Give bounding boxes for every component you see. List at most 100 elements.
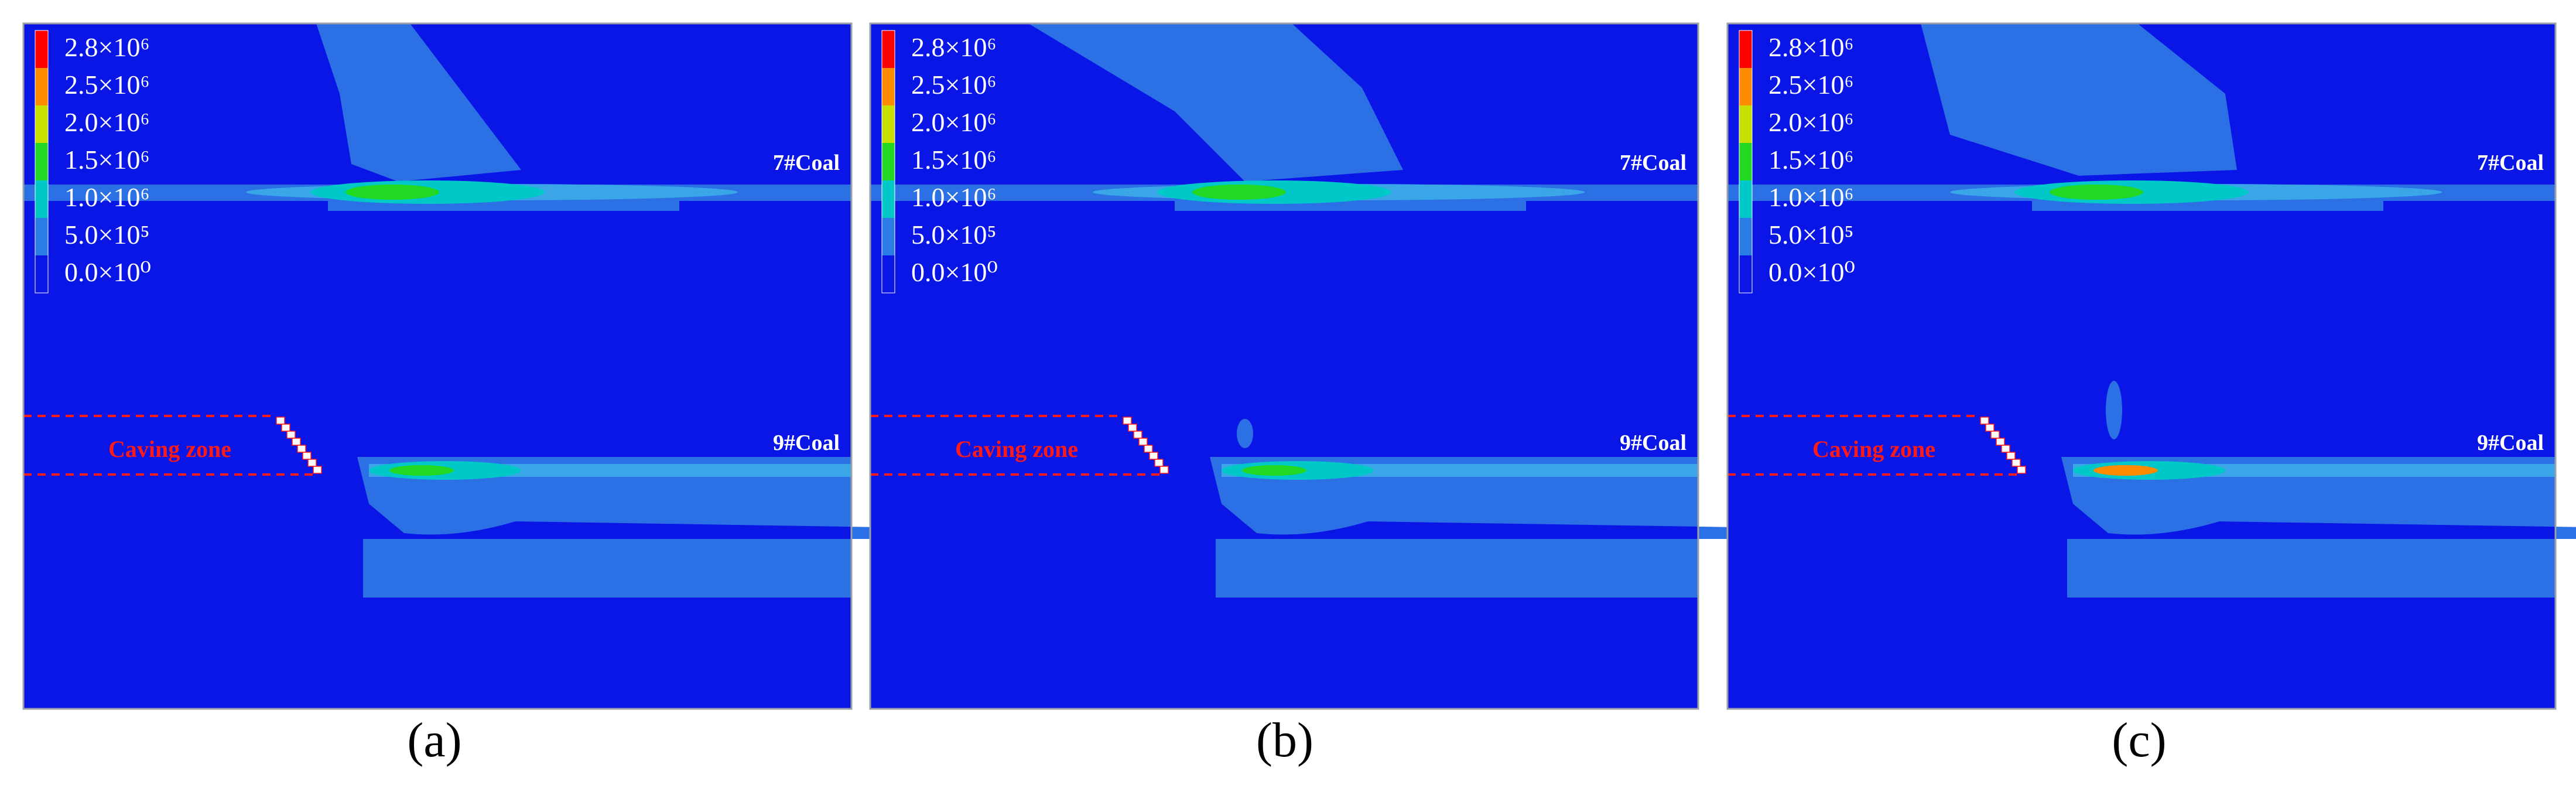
seam-7-peak-zone [345, 185, 439, 200]
seam-9-peak-zone [1242, 465, 1306, 476]
seam-9-label: 9#Coal [773, 431, 840, 455]
seam-9-floor-zone [2067, 539, 2556, 598]
upper-stress-zone [316, 23, 521, 182]
support-step [286, 431, 296, 439]
colorbar: 2.8×10⁶2.5×10⁶2.0×10⁶1.5×10⁶1.0×10⁶5.0×1… [881, 30, 998, 293]
colorbar-label: 0.0×10⁰ [911, 257, 998, 287]
colorbar-label: 2.5×10⁶ [64, 70, 149, 100]
colorbar-swatch [882, 218, 895, 255]
colorbar-swatch [35, 105, 48, 143]
colorbar-label: 2.8×10⁶ [1768, 32, 1853, 62]
support-step [302, 452, 312, 460]
colorbar-label: 1.0×10⁶ [911, 182, 996, 212]
support-step [1133, 431, 1142, 439]
support-step [292, 438, 301, 446]
seam-9-floor-zone [363, 539, 851, 598]
colorbar: 2.8×10⁶ 2.5×10⁶ 2.0×10⁶ 1.5×10⁶ 1.0×10⁶ 5.0×1… [35, 30, 151, 293]
panels-container: 7#Coal 9#Coal Caving zone 2.8×10⁶ 2.5×10⁶ 2.0… [22, 22, 2576, 710]
seam-7-peak-zone [1192, 185, 1286, 200]
support-step [1138, 438, 1148, 446]
support-step [2017, 466, 2026, 474]
colorbar-label: 5.0×10⁵ [64, 220, 149, 250]
support-step [2011, 459, 2021, 467]
seam-9-peak-zone [2093, 465, 2158, 476]
colorbar-swatch [882, 30, 895, 68]
seam-7-label: 7#Coal [773, 151, 840, 175]
colorbar-label: 1.0×10⁶ [1768, 182, 1853, 212]
support-step [1159, 466, 1169, 474]
panel-label-b: (b) [1256, 713, 1313, 767]
colorbar-swatch [882, 255, 895, 293]
seam-7-label: 7#Coal [1620, 151, 1686, 175]
support-step [1128, 424, 1137, 432]
panel-label-c: (c) [2112, 713, 2167, 767]
colorbar-frame [881, 30, 895, 293]
support-step [1149, 452, 1158, 460]
seam-9-small-zone [1237, 419, 1253, 448]
colorbar-label: 2.5×10⁶ [911, 70, 996, 100]
support-step [1985, 424, 1995, 432]
colorbar: 2.8×10⁶ 2.5×10⁶ 2.0×10⁶ 1.5×10⁶ 1.0×10⁶ 5.0×1… [1739, 30, 1855, 293]
colorbar-swatch [35, 68, 48, 105]
seam-9-label: 9#Coal [1620, 431, 1686, 455]
upper-stress-zone [1028, 23, 1403, 182]
colorbar-label: 2.0×10⁶ [1768, 107, 1853, 137]
colorbar-swatch [1739, 105, 1752, 143]
colorbar-swatch [882, 143, 895, 180]
colorbar-label: 1.5×10⁶ [64, 145, 149, 175]
seam-7-label: 7#Coal [2477, 151, 2544, 175]
support-step [2006, 452, 2016, 460]
colorbar-label: 1.5×10⁶ [1768, 145, 1853, 175]
colorbar-label: 2.0×10⁶ [911, 107, 996, 137]
upper-stress-zone [1921, 23, 2237, 176]
colorbar-swatch [882, 68, 895, 105]
support-step [2001, 445, 2010, 453]
panel-border [869, 22, 1699, 710]
seam-9-small-zone [2106, 381, 2122, 439]
colorbar-frame [35, 30, 49, 293]
support-step [1154, 459, 1164, 467]
panel-border [22, 22, 853, 710]
colorbar-label: 5.0×10⁵ [911, 220, 996, 250]
caving-zone-label: Caving zone [108, 436, 231, 462]
seam-7-peak-zone [2050, 185, 2143, 200]
caving-zone-label: Caving zone [1812, 436, 1935, 462]
panel-border [1726, 22, 2557, 710]
support-step [281, 424, 290, 432]
support-step [313, 466, 322, 474]
colorbar-swatch [1739, 68, 1752, 105]
colorbar-swatch [1739, 30, 1752, 68]
colorbar-swatch [35, 143, 48, 180]
support-step [297, 445, 306, 453]
colorbar-frame [1739, 30, 1753, 293]
colorbar-label: 1.0×10⁶ [64, 182, 149, 212]
colorbar-label: 2.8×10⁶ [64, 32, 149, 62]
colorbar-swatch [35, 180, 48, 218]
colorbar-label: 0.0×10⁰ [64, 257, 151, 287]
colorbar-swatch [1739, 180, 1752, 218]
colorbar-swatch [1739, 143, 1752, 180]
colorbar-swatch [35, 30, 48, 68]
colorbar-label: 0.0×10⁰ [1768, 257, 1855, 287]
colorbar-label: 1.5×10⁶ [911, 145, 996, 175]
support-step [307, 459, 317, 467]
support-step [1990, 431, 2000, 439]
colorbar-swatch [1739, 255, 1752, 293]
caving-zone-label: Caving zone [955, 436, 1078, 462]
seam-9-peak-zone [389, 465, 454, 476]
colorbar-swatch [35, 218, 48, 255]
contour-panel-a: 7#Coal 9#Coal Caving zone 2.8×10⁶ 2.5×10⁶ 2.0… [22, 22, 884, 710]
colorbar-swatch [1739, 218, 1752, 255]
colorbar-swatch [882, 105, 895, 143]
colorbar-swatch [882, 180, 895, 218]
support-step [1144, 445, 1153, 453]
colorbar-label: 5.0×10⁵ [1768, 220, 1853, 250]
colorbar-label: 2.0×10⁶ [64, 107, 149, 137]
panel-label-a: (a) [407, 713, 462, 767]
colorbar-swatch [35, 255, 48, 293]
colorbar-label: 2.5×10⁶ [1768, 70, 1853, 100]
support-step [1123, 417, 1132, 425]
